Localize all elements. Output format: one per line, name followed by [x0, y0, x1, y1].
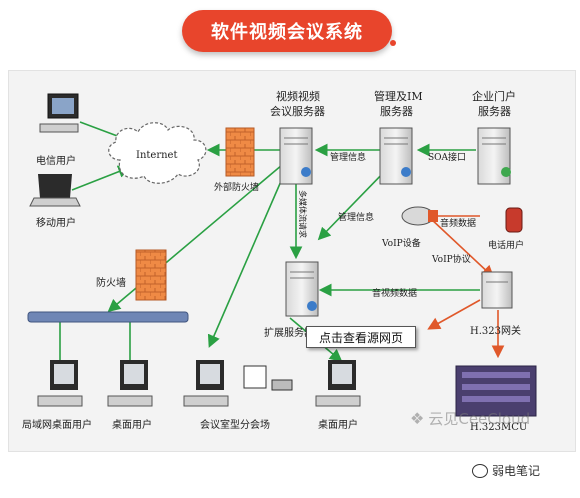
label-phone-user: 电话用户 — [488, 239, 524, 251]
label-portal-server-1: 企业门户 — [472, 89, 516, 103]
label-av-data: 音视频数据 — [372, 287, 417, 299]
label-extension-server: 扩展服务器 — [264, 326, 314, 339]
desktop-pc-1 — [107, 360, 153, 407]
telecom-user-pc — [39, 93, 79, 133]
video-server — [279, 127, 313, 185]
label-mobile-user: 移动用户 — [36, 216, 76, 229]
label-video-server-1: 视频视频 — [276, 89, 320, 103]
mgmt-im-server — [379, 127, 413, 185]
label-mgmt-info-1: 管理信息 — [330, 151, 366, 163]
label-external-firewall: 外部防火墙 — [214, 181, 259, 193]
footer-text: 弱电笔记 — [492, 464, 541, 478]
label-voip-protocol: VoIP协议 — [431, 253, 471, 265]
label-h323-gateway: H.323网关 — [470, 324, 521, 337]
footer-account: 弱电笔记 — [472, 462, 540, 479]
label-audio-data: 音频数据 — [440, 217, 476, 229]
wechat-icon: ❖ — [410, 409, 425, 428]
conference-room-pc — [183, 360, 293, 407]
label-soa-interface: SOA接口 — [428, 151, 466, 163]
firewall — [135, 249, 167, 301]
internet-cloud — [108, 122, 207, 184]
watermark: ❖ 云见CeeCloud — [410, 408, 530, 429]
phone — [505, 207, 523, 233]
label-multicast-request: 多媒体流请求 — [298, 190, 308, 238]
watermark-text: 云见CeeCloud — [428, 410, 531, 428]
lan-bar — [27, 311, 189, 323]
label-firewall: 防火墙 — [96, 276, 126, 289]
label-internet: Internet — [136, 150, 177, 161]
label-mgmt-server-2: 服务器 — [380, 105, 413, 118]
orange-links — [427, 215, 505, 359]
label-desktop-user-2: 桌面用户 — [318, 418, 358, 431]
voip-device — [401, 206, 438, 226]
label-video-server-2: 会议服务器 — [270, 105, 325, 118]
label-desktop-user-1: 桌面用户 — [112, 418, 152, 431]
mobile-user-laptop — [29, 174, 81, 207]
title-dot — [390, 40, 396, 46]
portal-server — [477, 127, 511, 185]
label-voip-device: VoIP设备 — [381, 237, 421, 249]
chat-icon — [472, 463, 488, 478]
label-mgmt-server-1: 管理及IM — [374, 89, 423, 103]
lan-desktop-pc — [37, 360, 83, 407]
label-telecom-user: 电信用户 — [36, 154, 76, 167]
desktop-pc-2 — [315, 360, 361, 407]
external-firewall — [225, 127, 255, 177]
label-lan-desktop-user: 局域网桌面用户 — [22, 418, 92, 431]
label-conference-room: 会议室型分会场 — [200, 418, 270, 431]
h323-mcu — [455, 365, 537, 417]
view-source-tooltip[interactable]: 点击查看源网页 — [306, 326, 416, 348]
label-mgmt-info-2: 管理信息 — [338, 211, 374, 223]
extension-server — [285, 261, 319, 317]
label-portal-server-2: 服务器 — [478, 105, 511, 118]
page-title: 软件视频会议系统 — [182, 10, 392, 52]
h323-gateway — [481, 271, 513, 309]
label-h323-mcu: H.323MCU — [470, 422, 527, 433]
